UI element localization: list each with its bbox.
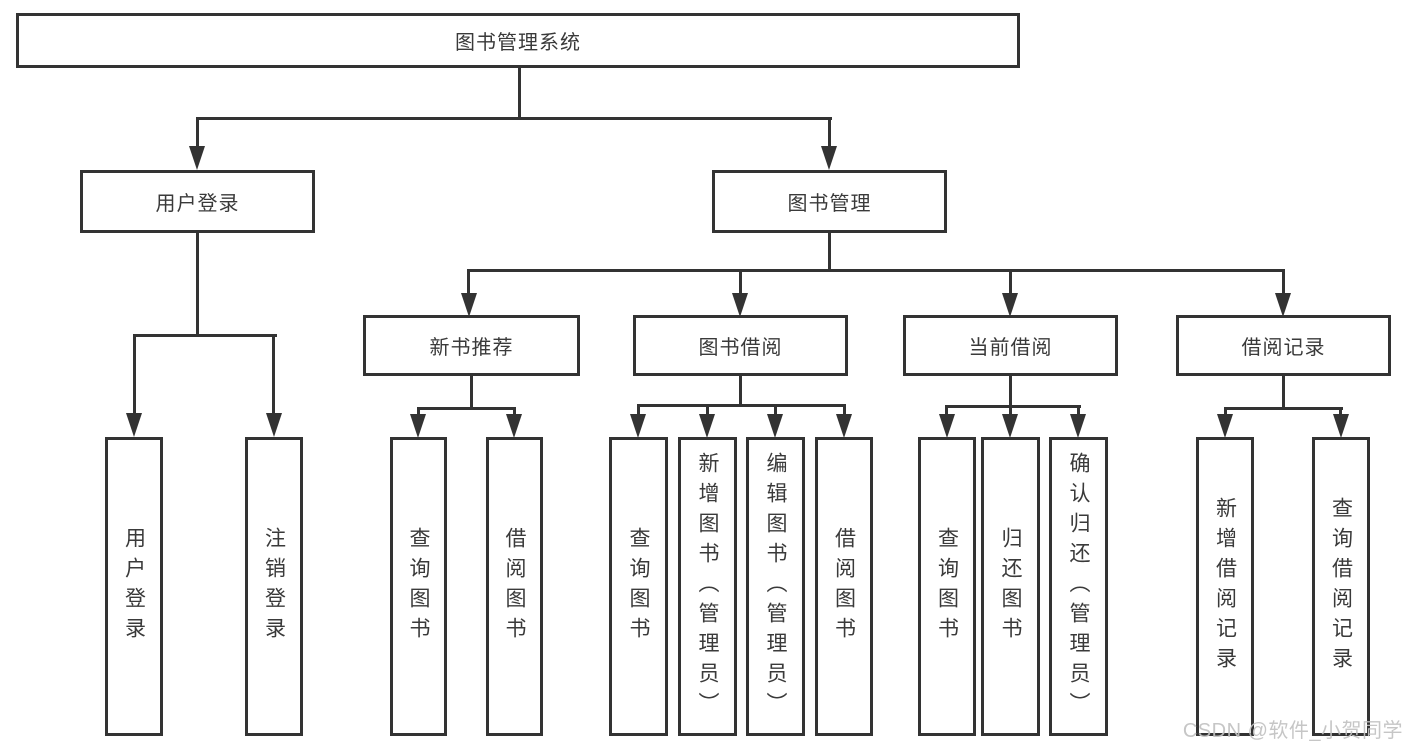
leaf-add-books-admin: 新增图书（管理员） xyxy=(678,437,737,736)
leaf-query-borrow-record: 查询借阅记录 xyxy=(1312,437,1370,736)
connector-line xyxy=(467,269,1284,272)
arrow-down-icon xyxy=(1070,414,1086,438)
connector-line xyxy=(518,66,521,119)
node-borrow-records: 借阅记录 xyxy=(1176,315,1391,376)
arrow-down-icon xyxy=(767,414,783,438)
arrow-down-icon xyxy=(699,414,715,438)
leaf-borrow-books-label: 借阅图书 xyxy=(832,526,856,647)
connector-line xyxy=(196,233,199,336)
leaf-add-borrow-record-label: 新增借阅记录 xyxy=(1213,496,1237,677)
connector-line xyxy=(272,334,275,414)
leaf-query-books-recommend-label: 查询图书 xyxy=(407,526,430,647)
leaf-confirm-return-admin-label: 确认归还（管理员） xyxy=(1067,451,1090,722)
leaf-confirm-return-admin: 确认归还（管理员） xyxy=(1049,437,1108,736)
connector-line xyxy=(1282,269,1285,295)
connector-line xyxy=(133,334,136,414)
leaf-logout: 注销登录 xyxy=(245,437,303,736)
connector-line xyxy=(1339,407,1342,416)
arrow-down-icon xyxy=(1333,414,1349,438)
arrow-down-icon xyxy=(1002,414,1018,438)
connector-line xyxy=(1077,405,1080,416)
leaf-user-login: 用户登录 xyxy=(105,437,163,736)
connector-line xyxy=(196,117,199,148)
leaf-query-borrow-record-label: 查询借阅记录 xyxy=(1329,496,1353,677)
node-book-borrow-label: 图书借阅 xyxy=(698,337,783,359)
connector-line xyxy=(945,405,1081,408)
connector-line xyxy=(774,404,777,416)
leaf-return-books-label: 归还图书 xyxy=(999,526,1022,647)
leaf-user-login-label: 用户登录 xyxy=(122,526,146,647)
leaf-borrow-books-recommend-label: 借阅图书 xyxy=(503,526,526,647)
node-current-borrow-label: 当前借阅 xyxy=(968,337,1053,359)
leaf-edit-books-admin-label: 编辑图书（管理员） xyxy=(764,451,787,722)
arrow-down-icon xyxy=(630,414,646,438)
connector-line xyxy=(739,376,742,407)
csdn-watermark: CSDN @软件_小贺同学 xyxy=(1182,720,1403,742)
leaf-return-books: 归还图书 xyxy=(981,437,1040,736)
arrow-down-icon xyxy=(189,146,205,170)
arrow-down-icon xyxy=(836,414,852,438)
arrow-down-icon xyxy=(266,413,282,437)
node-new-book-recommend-label: 新书推荐 xyxy=(429,337,514,359)
leaf-borrow-books-recommend: 借阅图书 xyxy=(486,437,543,736)
node-user-login: 用户登录 xyxy=(80,170,315,233)
leaf-add-borrow-record: 新增借阅记录 xyxy=(1196,437,1254,736)
leaf-query-books-recommend: 查询图书 xyxy=(390,437,447,736)
node-book-borrow: 图书借阅 xyxy=(633,315,848,376)
arrow-down-icon xyxy=(1275,293,1291,317)
connector-line xyxy=(637,404,640,416)
node-root-label: 图书管理系统 xyxy=(455,32,581,54)
connector-line xyxy=(843,404,846,416)
leaf-query-books-borrow-label: 查询图书 xyxy=(627,526,650,647)
arrow-down-icon xyxy=(939,414,955,438)
connector-line xyxy=(417,407,516,410)
connector-line xyxy=(513,407,516,416)
connector-line xyxy=(470,376,473,409)
connector-line xyxy=(196,117,832,120)
leaf-query-books-borrow: 查询图书 xyxy=(609,437,668,736)
node-book-management-label: 图书管理 xyxy=(787,193,872,215)
connector-line xyxy=(1009,405,1012,416)
connector-line xyxy=(945,405,948,416)
node-book-management: 图书管理 xyxy=(712,170,947,233)
connector-line xyxy=(1009,269,1012,295)
arrow-down-icon xyxy=(732,293,748,317)
leaf-add-books-admin-label: 新增图书（管理员） xyxy=(696,451,719,722)
leaf-edit-books-admin: 编辑图书（管理员） xyxy=(746,437,805,736)
connector-line xyxy=(467,269,470,295)
arrow-down-icon xyxy=(1002,293,1018,317)
connector-line xyxy=(1224,407,1227,416)
arrow-down-icon xyxy=(461,293,477,317)
arrow-down-icon xyxy=(506,414,522,438)
node-current-borrow: 当前借阅 xyxy=(903,315,1118,376)
node-borrow-records-label: 借阅记录 xyxy=(1241,337,1326,359)
connector-line xyxy=(1009,376,1012,407)
leaf-query-books-current-label: 查询图书 xyxy=(935,526,959,647)
connector-line xyxy=(1282,376,1285,409)
connector-line xyxy=(706,404,709,416)
arrow-down-icon xyxy=(126,413,142,437)
connector-line xyxy=(133,334,277,337)
leaf-borrow-books: 借阅图书 xyxy=(815,437,873,736)
connector-line xyxy=(637,404,846,407)
arrow-down-icon xyxy=(821,146,837,170)
node-user-login-label: 用户登录 xyxy=(155,193,240,215)
connector-line xyxy=(828,233,831,272)
connector-line xyxy=(417,407,420,416)
connector-line xyxy=(1224,407,1343,410)
arrow-down-icon xyxy=(410,414,426,438)
leaf-query-books-current: 查询图书 xyxy=(918,437,976,736)
arrow-down-icon xyxy=(1217,414,1233,438)
node-root: 图书管理系统 xyxy=(16,13,1020,68)
node-new-book-recommend: 新书推荐 xyxy=(363,315,580,376)
connector-line xyxy=(828,117,831,148)
connector-line xyxy=(739,269,742,295)
leaf-logout-label: 注销登录 xyxy=(262,526,286,647)
